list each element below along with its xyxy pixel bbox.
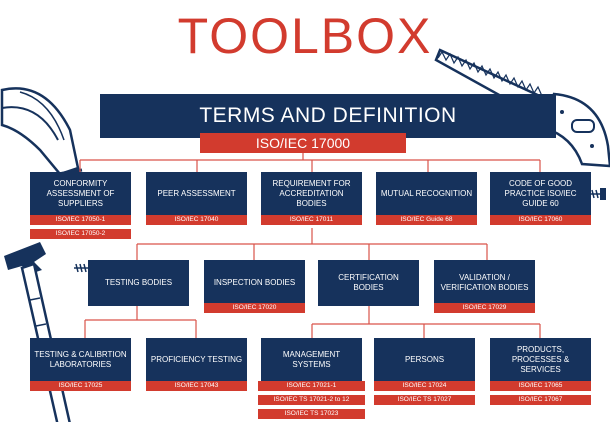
node-code-of-good-practice: CODE OF GOOD PRACTICE ISO/IEC GUIDE 60 — [490, 172, 591, 216]
node-certification-bodies: CERTIFICATION BODIES — [318, 260, 419, 306]
page-title: TOOLBOX — [177, 8, 433, 64]
tag-17043: ISO/IEC 17043 — [146, 381, 247, 391]
node-peer-assessment: PEER ASSESSMENT — [146, 172, 247, 216]
tag-17021-1: ISO/IEC 17021-1 — [258, 381, 365, 391]
tag-17050-2: ISO/IEC 17050-2 — [30, 229, 131, 239]
tag-17060: ISO/IEC 17060 — [490, 215, 591, 225]
tag-17065: ISO/IEC 17065 — [490, 381, 591, 391]
node-proficiency-testing: PROFICIENCY TESTING — [146, 338, 247, 382]
tag-17011: ISO/IEC 17011 — [261, 215, 362, 225]
tag-17024: ISO/IEC 17024 — [374, 381, 475, 391]
banner-standard: ISO/IEC 17000 — [200, 133, 406, 153]
tag-17023: ISO/IEC TS 17023 — [258, 409, 365, 419]
tag-17025: ISO/IEC 17025 — [30, 381, 131, 391]
node-validation-verification-bodies: VALIDATION / VERIFICATION BODIES — [434, 260, 535, 306]
node-products-processes-services: PRODUCTS, PROCESSES & SERVICES — [490, 338, 591, 382]
node-mutual-recognition: MUTUAL RECOGNITION — [376, 172, 477, 216]
banner-title: TERMS AND DEFINITION — [100, 94, 556, 138]
node-testing-bodies: TESTING BODIES — [88, 260, 189, 306]
tag-17067: ISO/IEC 17067 — [490, 395, 591, 405]
tag-17029: ISO/IEC 17029 — [434, 303, 535, 313]
node-inspection-bodies: INSPECTION BODIES — [204, 260, 305, 306]
node-testing-calibration-labs: TESTING & CALIBRTION LABORATORIES — [30, 338, 131, 382]
node-conformity-assessment: CONFORMITY ASSESSMENT OF SUPPLIERS — [30, 172, 131, 216]
tag-17020: ISO/IEC 17020 — [204, 303, 305, 313]
tag-17050-1: ISO/IEC 17050-1 — [30, 215, 131, 225]
tag-17021-2-to-12: ISO/IEC TS 17021-2 to 12 — [258, 395, 365, 405]
tag-17040: ISO/IEC 17040 — [146, 215, 247, 225]
tag-17027: ISO/IEC TS 17027 — [374, 395, 475, 405]
node-persons: PERSONS — [374, 338, 475, 382]
node-accreditation-bodies: REQUIREMENT FOR ACCREDITATION BODIES — [261, 172, 362, 216]
node-management-systems: MANAGEMENT SYSTEMS — [261, 338, 362, 382]
tag-guide-68: ISO/IEC Guide 68 — [376, 215, 477, 225]
